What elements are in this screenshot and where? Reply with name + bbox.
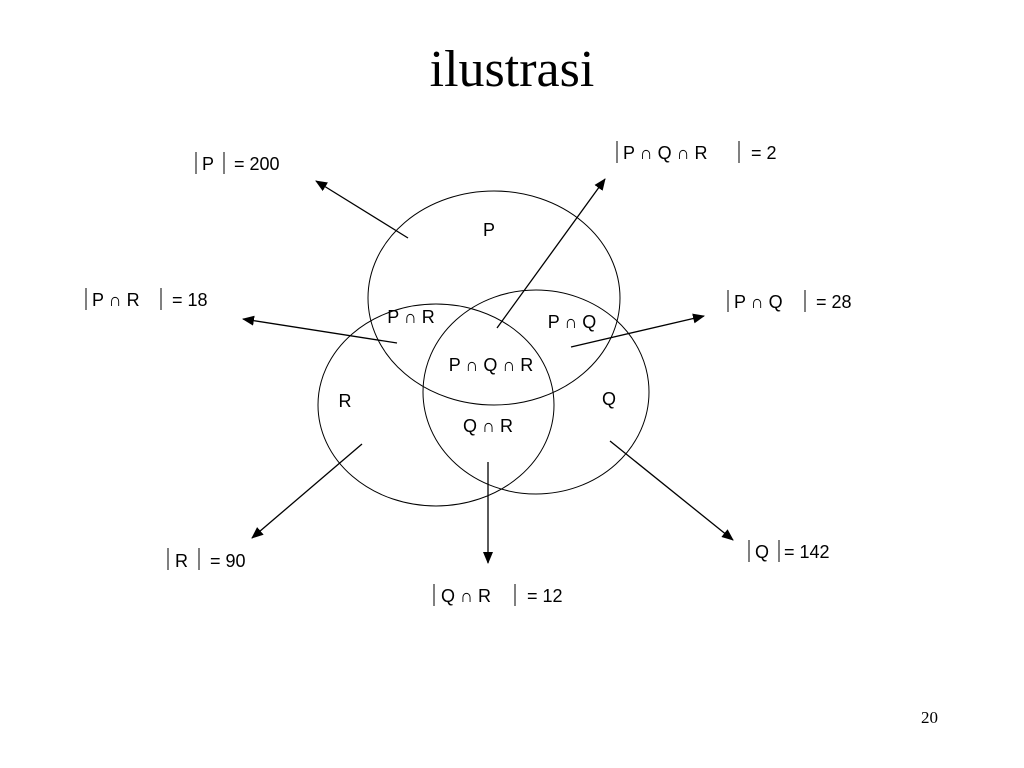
arrow-pr [242,315,398,344]
cardinality-r-expr: R [175,551,188,571]
cardinality-pq-value: = 28 [816,292,852,312]
cardinality-p-and-q-and-r: P ∩ Q ∩ R = 2 [616,141,777,163]
circle-q [422,289,650,495]
cardinality-pqr-value: = 2 [751,143,777,163]
region-label-q-and-r: Q ∩ R [463,416,513,436]
region-label-p-and-q: P ∩ Q [548,312,597,332]
cardinality-pq-expr: P ∩ Q [734,292,783,312]
cardinality-p-and-q: P ∩ Q = 28 [727,290,852,312]
cardinality-pqr-expr: P ∩ Q ∩ R [623,143,708,163]
cardinality-p: P = 200 [195,152,280,174]
region-label-r: R [339,391,352,411]
region-label-p-and-q-and-r: P ∩ Q ∩ R [449,355,534,375]
cardinality-q-and-r: Q ∩ R = 12 [433,584,563,606]
region-label-p-and-r: P ∩ R [387,307,435,327]
arrow-r [251,443,363,539]
cardinality-q-value: = 142 [784,542,830,562]
cardinality-pr-expr: P ∩ R [92,290,140,310]
arrow-p [315,180,409,239]
cardinality-qr-expr: Q ∩ R [441,586,491,606]
cardinality-qr-value: = 12 [527,586,563,606]
page-number: 20 [921,708,938,727]
cardinality-r: R = 90 [167,548,246,571]
cardinality-pr-value: = 18 [172,290,208,310]
cardinality-p-expr: P [202,154,214,174]
cardinality-q-expr: Q [755,542,769,562]
cardinality-r-value: = 90 [210,551,246,571]
slide-title: ilustrasi [429,41,595,98]
cardinality-p-value: = 200 [234,154,280,174]
arrow-q [609,440,734,541]
region-label-q: Q [602,389,616,409]
arrow-pqr [496,178,606,329]
arrow-pq [570,313,705,348]
cardinality-p-and-r: P ∩ R = 18 [85,288,208,310]
circle-p [367,190,621,406]
circle-r [317,303,555,507]
region-label-p: P [483,220,495,240]
cardinality-q: Q = 142 [748,540,830,562]
